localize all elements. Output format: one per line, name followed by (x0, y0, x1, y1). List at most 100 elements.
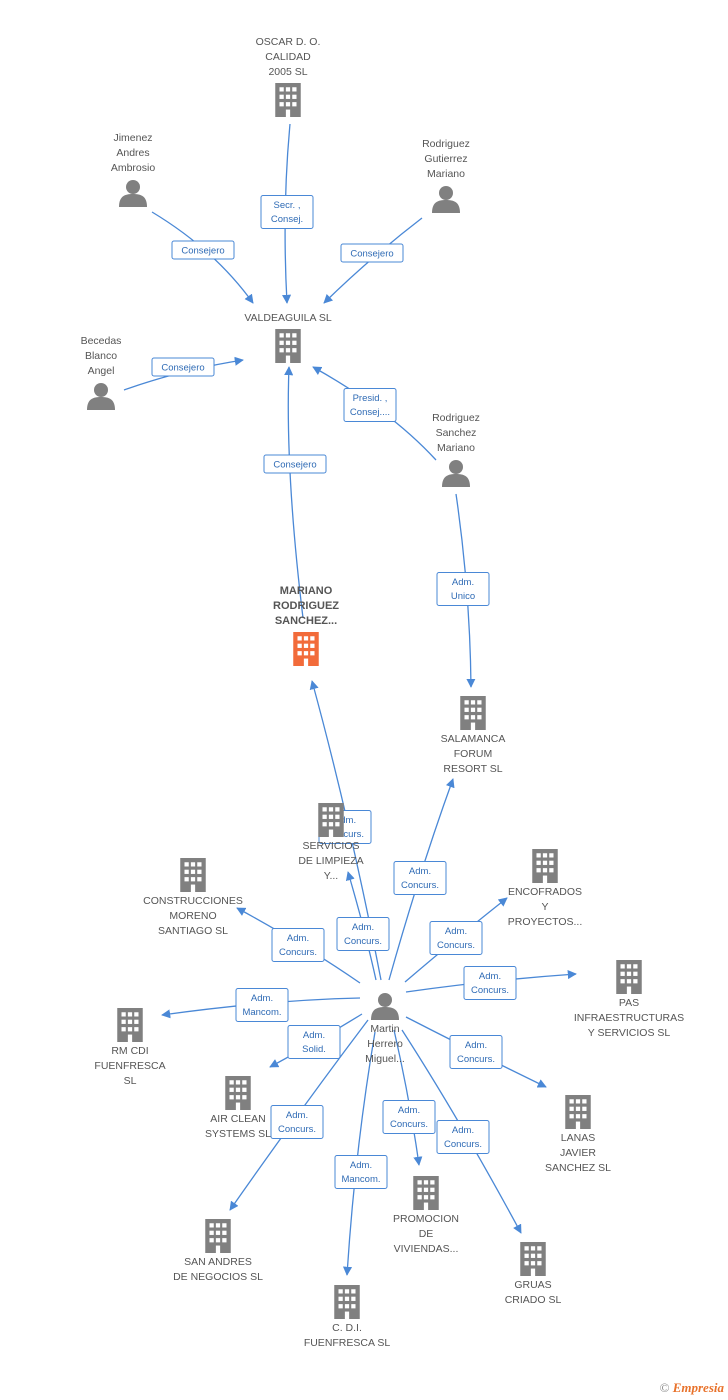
role-label-box (271, 928, 325, 962)
edge-martin-servicios: Adm. Concurs. (336, 871, 390, 981)
node-label: ENCOFRADOS (508, 886, 582, 898)
role-label-text: Concurs. (457, 1054, 495, 1065)
node-encofrados[interactable]: ENCOFRADOSYPROYECTOS... (508, 849, 583, 928)
node-label: OSCAR D. O. (256, 36, 321, 48)
node-label: AIR CLEAN (210, 1113, 265, 1125)
role-label-text: Adm. (286, 1110, 308, 1121)
person-icon (87, 383, 115, 410)
role-label-box (393, 861, 447, 895)
node-label: FUENFRESCA SL (304, 1337, 391, 1349)
role-label-text: Consejero (273, 460, 316, 471)
node-label: LANAS (561, 1132, 595, 1144)
role-label[interactable]: Adm.Concurs. (270, 1105, 324, 1139)
node-label: SYSTEMS SL (205, 1128, 271, 1140)
node-label: Y (541, 901, 548, 913)
building-icon (413, 1176, 439, 1210)
node-promocion[interactable]: PROMOCIONDEVIVIENDAS... (393, 1176, 459, 1255)
role-label-text: Consej. (271, 214, 303, 225)
brand-watermark: © Empresia (660, 1380, 724, 1396)
role-label-text: Concurs. (326, 829, 364, 840)
node-label: VALDEAGUILA SL (244, 312, 332, 324)
node-label: Becedas (81, 335, 122, 347)
role-label-text: Adm. (445, 926, 467, 937)
role-label-box (336, 917, 390, 951)
role-label[interactable]: Adm. Concurs. (449, 1035, 503, 1069)
node-label: Y SERVICIOS SL (588, 1027, 671, 1039)
role-label[interactable]: Adm.Concurs. (463, 966, 517, 1000)
role-label[interactable]: Secr. ,Consej. (260, 195, 314, 229)
role-label-box (382, 1100, 436, 1134)
role-label[interactable]: Consejero (171, 240, 235, 260)
node-label: MORENO (169, 910, 216, 922)
edge-rodsan-salamanca: Adm.Unico (436, 493, 490, 688)
role-label-text: Adm. (409, 866, 431, 877)
node-label: Rodriguez (432, 412, 480, 424)
node-label: RODRIGUEZ (273, 600, 339, 612)
role-label[interactable]: Consejero (340, 243, 404, 263)
role-label[interactable]: Adm.Concurs. (429, 921, 483, 955)
role-label-text: Concurs. (279, 947, 317, 958)
role-label[interactable]: Adm.Mancom. (235, 988, 289, 1022)
node-label: 2005 SL (268, 66, 307, 78)
node-label: JAVIER (560, 1147, 596, 1159)
node-label: SANTIAGO SL (158, 925, 228, 937)
node-label: Ambrosio (111, 162, 156, 174)
edge-martin-airclean: Adm.Solid. (269, 1013, 363, 1068)
person-icon (442, 460, 470, 487)
edge-jimenez-valde: Consejero (151, 211, 254, 304)
node-label: PAS (619, 997, 639, 1009)
node-valde[interactable]: VALDEAGUILA SL (244, 312, 332, 363)
role-label-text: Concurs. (444, 1139, 482, 1150)
role-label[interactable]: Consejero (151, 357, 215, 377)
role-label[interactable]: Adm.Solid. (287, 1025, 341, 1059)
role-label-box (235, 988, 289, 1022)
role-label-box (436, 572, 490, 606)
node-martin[interactable]: MartinHerreroMiguel... (365, 993, 405, 1065)
role-label[interactable]: Presid. ,Consej.... (343, 388, 397, 422)
role-label-text: Adm. (352, 922, 374, 933)
role-label[interactable]: Adm. Concurs. (336, 917, 390, 951)
node-mariano[interactable]: MARIANORODRIGUEZSANCHEZ... (273, 585, 339, 666)
node-airclean[interactable]: AIR CLEAN SYSTEMS SL (205, 1076, 271, 1140)
node-label: Rodriguez (422, 138, 470, 150)
edge-martin-salamanca: Adm.Concurs. (388, 778, 455, 981)
edge-martin-promocion: Adm.Concurs. (382, 1029, 436, 1166)
role-label-text: Consej.... (350, 407, 390, 418)
building-icon (275, 83, 301, 117)
role-label[interactable]: Adm.Mancom. (334, 1155, 388, 1189)
role-label-box (436, 1120, 490, 1154)
role-label[interactable]: Adm. Concurs. (271, 928, 325, 962)
node-cdi[interactable]: C. D.I.FUENFRESCA SL (304, 1285, 391, 1349)
role-label-text: Concurs. (344, 936, 382, 947)
building-icon (293, 632, 319, 666)
node-label: Angel (88, 365, 115, 377)
role-label-text: Adm. (465, 1040, 487, 1051)
role-label[interactable]: Adm.Concurs. (393, 861, 447, 895)
role-label[interactable]: Adm.Concurs. (382, 1100, 436, 1134)
edge-mariano-valde: Consejero (263, 366, 327, 619)
role-label[interactable]: Consejero (263, 454, 327, 474)
node-label: SANCHEZ... (275, 615, 337, 627)
role-label[interactable]: Adm.Unico (436, 572, 490, 606)
role-label-text: Adm. (287, 933, 309, 944)
building-icon (318, 803, 344, 837)
role-label-text: Mancom. (242, 1007, 281, 1018)
node-label: DE LIMPIEZA (298, 855, 363, 867)
edge-martin-lanas: Adm. Concurs. (405, 1016, 547, 1088)
role-label[interactable]: Adm.Concurs. (436, 1120, 490, 1154)
role-label-text: Solid. (302, 1044, 326, 1055)
